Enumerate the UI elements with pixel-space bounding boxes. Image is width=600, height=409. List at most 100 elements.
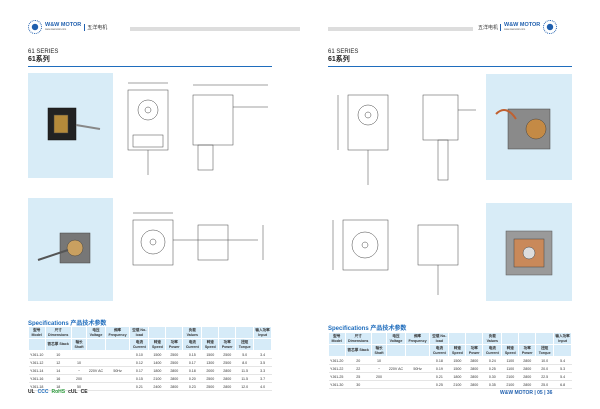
technical-drawing-1 bbox=[118, 75, 273, 185]
table-cell: 2100 bbox=[501, 380, 519, 389]
table-cell bbox=[105, 358, 130, 367]
column-subheader bbox=[104, 338, 131, 351]
table-cell: 1500 bbox=[148, 350, 166, 359]
column-subheader: 功率 Power bbox=[218, 338, 237, 351]
table-cell: 20 bbox=[345, 356, 372, 365]
table-cell: 2400 bbox=[148, 382, 166, 391]
table-cell: 0.30 bbox=[482, 372, 502, 381]
table-cell: ~ bbox=[371, 364, 387, 373]
logo-mark-icon bbox=[543, 20, 558, 34]
table-cell: 8.0 bbox=[235, 358, 254, 367]
table-cell: 0.19 bbox=[429, 364, 449, 373]
column-subheader: 扭矩 Torque bbox=[535, 344, 555, 357]
table-cell bbox=[86, 382, 106, 391]
table-cell bbox=[405, 356, 430, 365]
column-subheader: 电流 Current bbox=[429, 344, 450, 357]
table-cell: 22.5 bbox=[535, 372, 554, 381]
certification-logos: UL CCC RoHS cUL CE bbox=[28, 389, 88, 395]
column-subheader: 转速 Speed bbox=[448, 344, 467, 357]
table-cell bbox=[71, 350, 87, 359]
table-cell bbox=[386, 372, 406, 381]
table-cell: 5.4 bbox=[553, 356, 572, 365]
table-cell: 0.17 bbox=[182, 358, 202, 367]
table-cell bbox=[105, 382, 130, 391]
table-cell: YJ61-12 bbox=[28, 358, 45, 367]
series-en: 61 SERIES bbox=[28, 49, 59, 55]
table-cell: 0.24 bbox=[482, 356, 502, 365]
cert-ce: CE bbox=[80, 389, 88, 395]
column-header: 空载 No-load bbox=[429, 332, 450, 345]
cert-rohs: RoHS bbox=[51, 389, 66, 395]
table-cell: 2800 bbox=[165, 374, 183, 383]
series-en: 61 SERIES bbox=[328, 49, 359, 55]
table-cell: 50Hz bbox=[405, 364, 430, 373]
table-cell: YJ61-18 bbox=[28, 382, 45, 391]
header-bar bbox=[130, 27, 300, 31]
table-cell: 0.35 bbox=[482, 380, 502, 389]
technical-drawing-4 bbox=[328, 205, 478, 300]
table-cell: 2800 bbox=[465, 364, 483, 373]
table-cell: 0.15 bbox=[182, 350, 202, 359]
column-subheader: 电流 Current bbox=[482, 344, 503, 357]
column-subheader: 铁芯厚 Stack bbox=[44, 338, 72, 351]
table-cell bbox=[405, 372, 430, 381]
table-cell: YJ61-16 bbox=[28, 374, 45, 383]
table-cell: YJ61-25 bbox=[328, 372, 345, 381]
table-cell: 0.23 bbox=[182, 382, 202, 391]
table-cell: 3.5 bbox=[253, 358, 272, 367]
table-cell bbox=[386, 356, 406, 365]
table-cell: 0.25 bbox=[429, 380, 449, 389]
table-cell: 10 bbox=[371, 356, 387, 365]
table-cell: YJ61-20 bbox=[328, 356, 345, 365]
column-header: 频率 Frequency bbox=[104, 326, 131, 339]
table-cell: 200 bbox=[371, 372, 387, 381]
table-cell: 2500 bbox=[165, 350, 183, 359]
column-header bbox=[465, 332, 484, 345]
table-cell: 2800 bbox=[465, 372, 483, 381]
table-cell: 2800 bbox=[518, 356, 536, 365]
divider bbox=[28, 66, 272, 67]
table-cell: 2100 bbox=[501, 372, 519, 381]
column-subheader: 轴长 Shaft bbox=[70, 338, 88, 351]
column-header bbox=[501, 332, 520, 345]
table-cell: 2100 bbox=[148, 374, 166, 383]
table-cell: 2500 bbox=[201, 382, 219, 391]
table-cell: 0.17 bbox=[129, 366, 149, 375]
column-subheader: 轴长 Shaft bbox=[370, 344, 388, 357]
column-header bbox=[70, 326, 88, 339]
table-cell: 12.0 bbox=[235, 382, 254, 391]
table-cell: 3.4 bbox=[253, 350, 272, 359]
table-cell: YJ61-22 bbox=[328, 364, 345, 373]
table-cell: 10 bbox=[45, 350, 72, 359]
table-cell: 0.21 bbox=[129, 382, 149, 391]
table-cell: 10.0 bbox=[535, 356, 554, 365]
column-header: 频率 Frequency bbox=[404, 332, 431, 345]
table-cell: 5.3 bbox=[553, 364, 572, 373]
table-cell: 1300 bbox=[201, 358, 219, 367]
column-subheader: 转速 Speed bbox=[201, 338, 220, 351]
table-cell: 1100 bbox=[501, 356, 519, 365]
table-cell: 18 bbox=[45, 382, 72, 391]
table-cell: 2800 bbox=[465, 380, 483, 389]
table-cell bbox=[386, 380, 406, 389]
brand-cn: 五洋电机 bbox=[84, 23, 107, 31]
brand-cn: 五洋电机 bbox=[478, 23, 502, 31]
column-subheader: 铁芯厚 Stack bbox=[344, 344, 372, 357]
table-cell: 10 bbox=[71, 358, 87, 367]
table-cell: 16 bbox=[45, 374, 72, 383]
technical-drawing-2 bbox=[118, 205, 273, 295]
table-cell: 2800 bbox=[218, 366, 236, 375]
table-cell: 0.25 bbox=[482, 364, 502, 373]
table-cell: 0.10 bbox=[129, 350, 149, 359]
column-header bbox=[148, 326, 167, 339]
column-header bbox=[201, 326, 220, 339]
cert-ccc: CCC bbox=[37, 389, 49, 395]
table-cell: 2800 bbox=[165, 366, 183, 375]
table-cell: 1100 bbox=[501, 364, 519, 373]
